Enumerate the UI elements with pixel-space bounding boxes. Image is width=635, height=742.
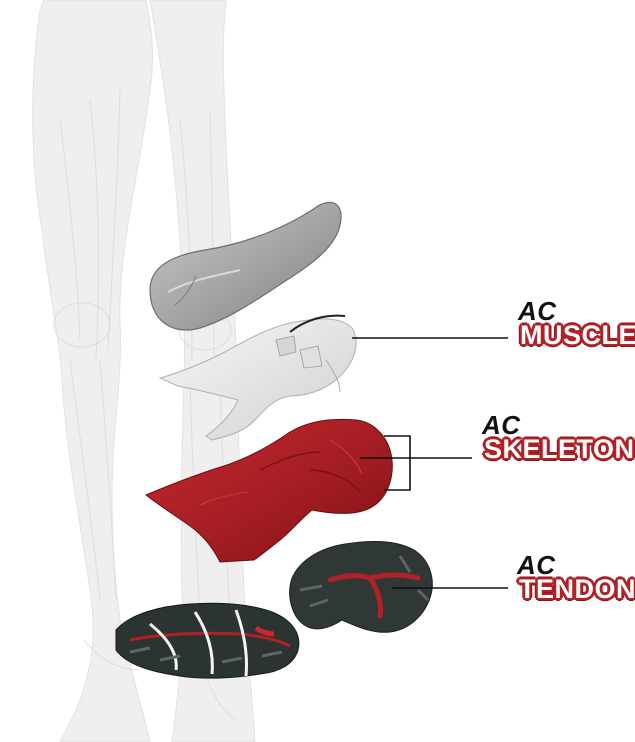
outsole-layer [116,603,299,678]
ac-skeleton-label: AC SKELETON [482,412,635,463]
ac-muscle-label: AC MUSCLE [518,298,635,349]
tendon-layer [290,542,433,633]
muscle-label-name: MUSCLE [518,322,635,349]
ac-tendon-label: AC TENDON [517,552,635,603]
skeleton-label-name: SKELETON [482,436,635,463]
tendon-label-name: TENDON [517,576,635,603]
